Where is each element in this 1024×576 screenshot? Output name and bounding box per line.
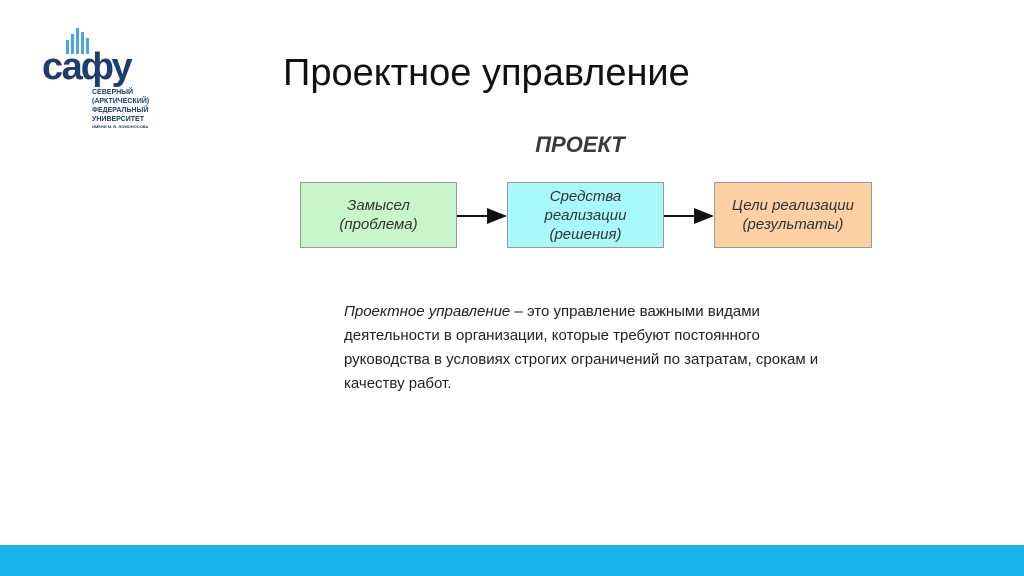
definition-text: Проектное управление – это управление ва… bbox=[344, 300, 834, 396]
logo-line-small: имени М. В. Ломоносова bbox=[92, 124, 149, 129]
logo-line: (Арктический) bbox=[92, 98, 150, 105]
diagram-box-idea: Замысел (проблема) bbox=[300, 182, 457, 248]
page-title: Проектное управление bbox=[283, 52, 690, 94]
logo-line: Северный bbox=[92, 89, 134, 96]
logo-line: университет bbox=[92, 116, 144, 123]
diagram-box-means: Средства реализации (решения) bbox=[507, 182, 664, 248]
logo-word: сафу bbox=[42, 46, 133, 88]
diagram-box-goals: Цели реализации (результаты) bbox=[714, 182, 872, 248]
definition-term: Проектное управление bbox=[344, 303, 511, 320]
logo-university-name: Северный (Арктический) федеральный униве… bbox=[92, 88, 152, 130]
logo-bars-icon bbox=[66, 28, 89, 54]
bottom-accent-band bbox=[0, 545, 1024, 576]
diagram-heading: ПРОЕКТ bbox=[535, 132, 625, 157]
definition-body: – это управление важными видами деятельн… bbox=[344, 303, 819, 392]
logo-line: федеральный bbox=[92, 107, 149, 114]
university-logo: сафу Северный (Арктический) федеральный … bbox=[40, 28, 150, 143]
